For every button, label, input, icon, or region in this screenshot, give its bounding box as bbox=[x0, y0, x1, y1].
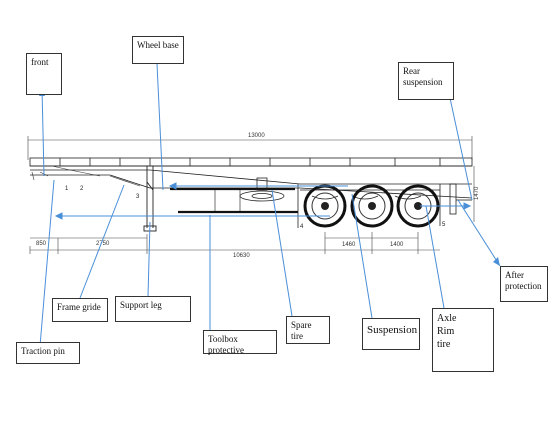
overall-length-value: 13000 bbox=[248, 133, 265, 139]
callout-number: 1 bbox=[65, 186, 69, 192]
height-value: 1470 bbox=[474, 186, 480, 200]
wheel-base-label: Wheel base bbox=[132, 36, 184, 64]
spare-tire-label: Spare tire bbox=[286, 316, 330, 344]
rear-protection bbox=[449, 183, 472, 215]
leader-lines bbox=[39, 63, 501, 347]
leader-arrowheads bbox=[39, 88, 500, 266]
frame-girder bbox=[31, 165, 141, 187]
axle-rim-tire-label: Axle Rim tire bbox=[432, 308, 494, 372]
suspension-assembly bbox=[297, 184, 441, 228]
toolbox-protective-rail bbox=[170, 187, 298, 214]
suspension-label: Suspension bbox=[362, 318, 420, 350]
height-dimension: 1470 bbox=[473, 166, 480, 222]
support-leg bbox=[143, 166, 157, 232]
front-overhang-value: 850 bbox=[36, 241, 47, 247]
front-label: front bbox=[26, 53, 62, 95]
wheel-1 bbox=[303, 184, 347, 228]
overall-length-dimension: 13000 bbox=[27, 133, 473, 160]
callout-number: 2 bbox=[80, 186, 84, 192]
wheel-2 bbox=[350, 184, 394, 228]
frame-gride-label: Frame gride bbox=[52, 298, 108, 322]
rear-suspension-label: Rear suspension bbox=[398, 62, 454, 100]
support-leg-label: Support leg bbox=[115, 296, 191, 322]
callout-number: 3 bbox=[136, 194, 140, 200]
after-protection-label: After protection bbox=[500, 266, 548, 302]
kingpin-leg-value: 2750 bbox=[96, 241, 110, 247]
bottom-dimensions bbox=[29, 232, 440, 254]
callout-number: 4 bbox=[300, 224, 304, 230]
traction-pin-label: Traction pin bbox=[16, 342, 80, 364]
toolbox-protective-label: Toolbox protective bbox=[203, 330, 277, 355]
callout-number: 5 bbox=[442, 222, 446, 228]
spare-tire bbox=[239, 177, 285, 202]
axle-spacing-2-value: 1400 bbox=[390, 242, 404, 248]
axle-spacing-1-value: 1460 bbox=[342, 242, 356, 248]
wheelbase-value: 10630 bbox=[233, 253, 250, 259]
